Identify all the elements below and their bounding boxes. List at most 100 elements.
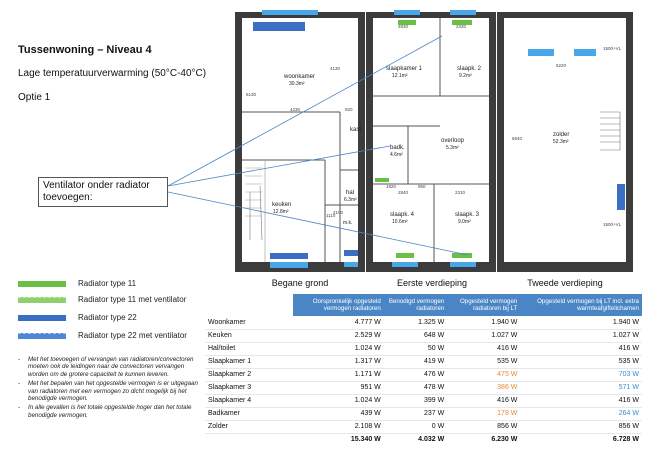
svg-text:4.6m²: 4.6m² [390,152,403,158]
svg-text:5.3m²: 5.3m² [446,145,459,151]
room-slaapk4: slaapk. 4 [390,212,415,218]
svg-text:2100: 2100 [333,210,344,215]
room-name-cell: Hal/toilet [205,342,293,356]
svg-text:5220: 5220 [556,63,567,68]
room-name-cell: Woonkamer [205,316,293,330]
svg-text:920: 920 [345,107,353,112]
power-cell: 1.940 W [447,316,521,330]
total-cell: 15.340 W [293,432,384,446]
power-cell: 416 W [447,394,521,408]
power-cell: 386 W [447,381,521,395]
svg-text:6840: 6840 [512,136,523,141]
legend-swatch-type22-vent [18,333,66,339]
table-header: Oorspronkelijk opgesteld vermogen radiat… [293,294,384,316]
power-cell: 1.325 W [383,316,448,330]
room-name-cell: Zolder [205,420,293,434]
legend-swatch-type11 [18,281,66,287]
power-cell: 1.027 W [447,329,521,343]
svg-text:950: 950 [418,184,426,189]
total-cell: 6.230 W [447,432,521,446]
svg-text:2830: 2830 [398,24,409,29]
power-cell: 535 W [520,355,642,369]
power-cell: 856 W [520,420,642,434]
page-title: Tussenwoning – Niveau 4 [18,44,152,56]
svg-text:1500+VL: 1500+VL [603,222,622,227]
room-badk: badk. [390,145,405,151]
power-cell: 439 W [293,407,384,421]
floor-label-ground: Begane grond [271,278,329,288]
radiator-type22-zolder-side [617,184,625,210]
ground-floor-plan [235,12,365,272]
room-zolder: zolder [553,132,569,138]
radiator-capacity-table: Oorspronkelijk opgesteld vermogen radiat… [205,294,642,446]
svg-text:12.1m²: 12.1m² [392,73,408,79]
power-cell: 2.529 W [293,329,384,343]
svg-text:4230: 4230 [290,107,301,112]
radiator-type22-ground-hal [344,250,358,256]
power-cell: 648 W [383,329,448,343]
svg-text:2840: 2840 [398,190,409,195]
power-cell: 237 W [383,407,448,421]
room-name-cell: Slaapkamer 1 [205,355,293,369]
room-slaapk3: slaapk. 3 [455,212,480,218]
table-header: Opgesteld vermogen bij LT incl. extra wa… [520,294,642,316]
svg-text:1110: 1110 [326,213,336,218]
power-cell: 703 W [520,368,642,382]
power-cell: 1.027 W [520,329,642,343]
table-header [205,294,293,316]
page-subtitle: Lage temperatuurverwarming (50°C-40°C) [18,68,207,79]
svg-text:30.3m²: 30.3m² [289,81,305,87]
radiator-type11-first-slaapk2 [452,20,472,25]
power-cell: 416 W [447,342,521,356]
svg-text:12.8m²: 12.8m² [273,209,289,215]
second-floor-plan [497,12,633,272]
total-cell [205,432,293,446]
power-cell: 571 W [520,381,642,395]
notes-list: Met het toevoegen of vervangen van radia… [18,356,198,421]
svg-text:4130: 4130 [330,66,341,71]
note-item: In alle gevallen is het totale opgesteld… [18,404,198,419]
room-hal: hal [346,190,354,196]
radiator-type11-first-slaapk4 [396,253,414,258]
svg-text:1820: 1820 [386,184,397,189]
room-woonkamer: woonkamer [283,74,315,80]
note-item: Met het toevoegen of vervangen van radia… [18,356,198,378]
radiator-type22-zolder-top [528,49,554,56]
svg-text:1500+VL: 1500+VL [603,46,622,51]
power-cell: 1.317 W [293,355,384,369]
room-slaapk2: slaapk. 2 [457,66,482,72]
power-cell: 399 W [383,394,448,408]
first-floor-plan [366,12,496,272]
table-header: Benodigd vermogen radiatoren [383,294,448,316]
svg-text:6.3m²: 6.3m² [344,197,357,203]
svg-text:2330: 2330 [456,24,467,29]
power-cell: 416 W [520,394,642,408]
power-cell: 476 W [383,368,448,382]
floor-label-first: Eerste verdieping [396,278,468,288]
room-name-cell: Slaapkamer 4 [205,394,293,408]
radiator-type22-ground-top [253,22,305,31]
power-cell: 50 W [383,342,448,356]
room-overloop: overloop [441,138,465,144]
radiator-type11-first-slaapk3 [452,253,472,258]
room-slaapk1: slaapkamer 1 [386,66,423,72]
radiator-type11-first-slaapk1 [398,20,416,25]
svg-text:10.6m²: 10.6m² [392,219,408,225]
radiator-type22-ground-bottom [270,253,308,259]
table-header: Opgesteld vermogen radiatoren bij LT [447,294,521,316]
total-cell: 4.032 W [383,432,448,446]
power-cell: 951 W [293,381,384,395]
svg-text:9.0m²: 9.0m² [458,219,471,225]
power-cell: 264 W [520,407,642,421]
room-name-cell: Keuken [205,329,293,343]
total-cell: 6.728 W [520,432,642,446]
power-cell: 856 W [447,420,521,434]
power-cell: 178 W [447,407,521,421]
legend-swatch-type22 [18,315,66,321]
